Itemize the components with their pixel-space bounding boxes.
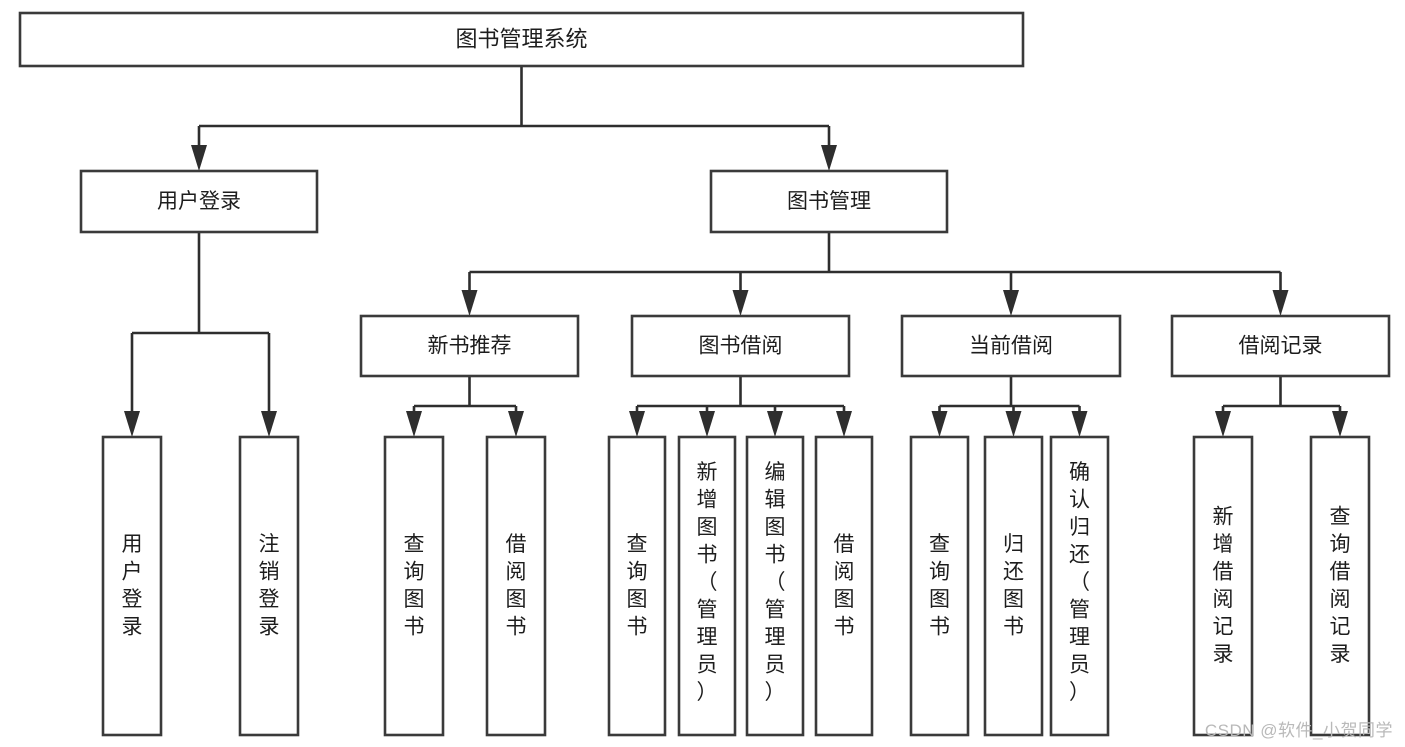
node-label: 查询图书 xyxy=(627,532,648,638)
node-box xyxy=(677,435,737,737)
node-leaf-add-record[interactable]: 新增借阅记录 xyxy=(1192,435,1254,737)
connector-arrowhead xyxy=(836,411,852,437)
node-box xyxy=(983,435,1044,737)
node-label: 借阅图书 xyxy=(506,532,527,638)
node-box xyxy=(1049,435,1110,737)
node-label: 确认归还（管理员） xyxy=(1069,460,1090,703)
node-box xyxy=(630,314,851,378)
node-leaf-query-book-cur[interactable]: 查询图书 xyxy=(909,435,970,737)
connector-group xyxy=(191,66,837,171)
node-box xyxy=(814,435,874,737)
node-leaf-borrow-book-rec[interactable]: 借阅图书 xyxy=(485,435,547,737)
node-box xyxy=(485,435,547,737)
node-box xyxy=(709,169,949,234)
connector-group xyxy=(124,232,277,437)
node-leaf-query-record[interactable]: 查询借阅记录 xyxy=(1309,435,1371,737)
connector-arrowhead xyxy=(124,411,140,437)
node-label: 用户登录 xyxy=(157,190,241,213)
node-label: 当前借阅 xyxy=(969,335,1053,358)
connector-arrowhead xyxy=(1332,411,1348,437)
node-label: 注销登录 xyxy=(259,532,280,638)
node-label: 查询借阅记录 xyxy=(1330,505,1351,666)
node-label: 归还图书 xyxy=(1003,532,1024,638)
node-leaf-user-login[interactable]: 用户登录 xyxy=(101,435,163,737)
node-box xyxy=(79,169,319,234)
node-leaf-confirm-return[interactable]: 确认归还（管理员） xyxy=(1049,435,1110,737)
connector-arrowhead xyxy=(821,145,837,171)
connector-arrowhead xyxy=(261,411,277,437)
node-box xyxy=(1170,314,1391,378)
node-box xyxy=(745,435,805,737)
node-label: 图书管理 xyxy=(787,190,871,213)
node-label: 用户登录 xyxy=(122,532,143,638)
node-box xyxy=(900,314,1122,378)
connector-arrowhead xyxy=(406,411,422,437)
node-layer: 图书管理系统用户登录图书管理新书推荐图书借阅当前借阅借阅记录用户登录注销登录查询… xyxy=(18,11,1391,737)
connector-group xyxy=(931,376,1088,437)
node-label: 图书管理系统 xyxy=(455,26,587,51)
node-label: 新增借阅记录 xyxy=(1213,505,1234,666)
node-box xyxy=(18,11,1025,68)
node-user-login[interactable]: 用户登录 xyxy=(79,169,319,234)
node-leaf-edit-book[interactable]: 编辑图书（管理员） xyxy=(745,435,805,737)
node-root[interactable]: 图书管理系统 xyxy=(18,11,1025,68)
node-current-borrow[interactable]: 当前借阅 xyxy=(900,314,1122,378)
node-label: 新书推荐 xyxy=(428,335,512,358)
connector-arrowhead xyxy=(1272,290,1289,316)
node-borrow-record[interactable]: 借阅记录 xyxy=(1170,314,1391,378)
connector-group xyxy=(1215,376,1348,437)
node-box xyxy=(101,435,163,737)
node-leaf-borrow-book[interactable]: 借阅图书 xyxy=(814,435,874,737)
connector-arrowhead xyxy=(508,411,524,437)
node-box xyxy=(238,435,300,737)
connector-arrowhead xyxy=(629,411,645,437)
node-label: 编辑图书（管理员） xyxy=(765,460,786,703)
node-new-book-rec[interactable]: 新书推荐 xyxy=(359,314,580,378)
node-book-borrow[interactable]: 图书借阅 xyxy=(630,314,851,378)
connector-arrowhead xyxy=(1003,290,1019,316)
connector-arrowhead xyxy=(461,290,478,316)
node-label: 借阅记录 xyxy=(1239,335,1323,358)
node-leaf-user-logout[interactable]: 注销登录 xyxy=(238,435,300,737)
node-label: 图书借阅 xyxy=(699,335,783,358)
node-leaf-add-book[interactable]: 新增图书（管理员） xyxy=(677,435,737,737)
node-label: 查询图书 xyxy=(404,532,425,638)
connector-group xyxy=(406,376,524,437)
connector-group xyxy=(461,232,1289,316)
connector-arrowhead xyxy=(732,290,749,316)
connector-arrowhead xyxy=(699,411,715,437)
connector-arrowhead xyxy=(1215,411,1231,437)
connector-arrowhead xyxy=(1005,411,1022,437)
connector-arrowhead xyxy=(191,145,207,171)
connector-group xyxy=(629,376,852,437)
node-leaf-query-book-borrow[interactable]: 查询图书 xyxy=(607,435,667,737)
node-box xyxy=(1309,435,1371,737)
node-box xyxy=(607,435,667,737)
node-box xyxy=(383,435,445,737)
node-label: 查询图书 xyxy=(929,532,950,638)
node-box xyxy=(909,435,970,737)
node-label: 借阅图书 xyxy=(834,532,855,638)
node-leaf-return-book[interactable]: 归还图书 xyxy=(983,435,1044,737)
connector-arrowhead xyxy=(767,411,783,437)
node-book-manage[interactable]: 图书管理 xyxy=(709,169,949,234)
node-label: 新增图书（管理员） xyxy=(697,460,718,703)
node-leaf-query-book-rec[interactable]: 查询图书 xyxy=(383,435,445,737)
node-box xyxy=(359,314,580,378)
edge-layer xyxy=(124,66,1348,437)
node-box xyxy=(1192,435,1254,737)
connector-arrowhead xyxy=(931,411,948,437)
connector-arrowhead xyxy=(1071,411,1088,437)
